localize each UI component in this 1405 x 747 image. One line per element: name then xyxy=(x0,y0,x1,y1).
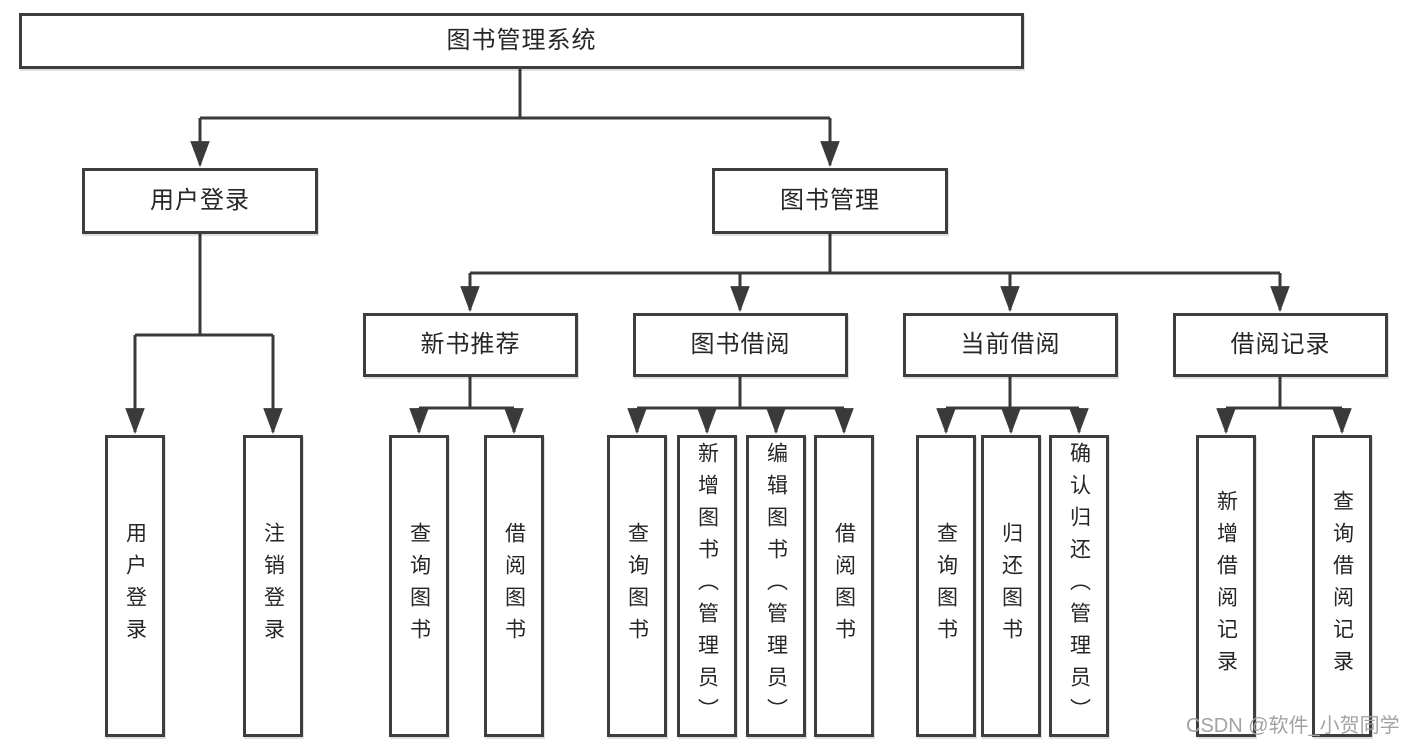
leaf-user-login-label: 用户登录 xyxy=(123,522,147,650)
leaf-add-books-admin-label: 新增图书（管理员） xyxy=(695,442,719,730)
branch-book-management-node: 图书管理 xyxy=(712,168,948,234)
leaf-query-borrow-record: 查询借阅记录 xyxy=(1312,435,1372,737)
leaf-add-borrow-record-label: 新增借阅记录 xyxy=(1214,490,1238,682)
leaf-edit-books-admin: 编辑图书（管理员） xyxy=(746,435,806,737)
group-current-borrow-node: 当前借阅 xyxy=(903,313,1118,377)
leaf-user-login: 用户登录 xyxy=(105,435,165,737)
leaf-query-books-borrow-label: 查询图书 xyxy=(625,522,649,650)
group-current-borrow-label: 当前借阅 xyxy=(960,331,1061,358)
group-borrow-records-node: 借阅记录 xyxy=(1173,313,1388,377)
root-node-label: 图书管理系统 xyxy=(446,27,597,54)
group-new-book-recommend-label: 新书推荐 xyxy=(420,331,521,358)
leaf-edit-books-admin-label: 编辑图书（管理员） xyxy=(764,442,788,730)
leaf-logout-label: 注销登录 xyxy=(261,522,285,650)
group-book-borrow-node: 图书借阅 xyxy=(633,313,848,377)
leaf-borrow-books-recommend: 借阅图书 xyxy=(484,435,544,737)
group-book-borrow-label: 图书借阅 xyxy=(690,331,791,358)
leaf-confirm-return-admin-label: 确认归还（管理员） xyxy=(1067,442,1091,730)
leaf-query-books-recommend-label: 查询图书 xyxy=(407,522,431,650)
leaf-return-books-label: 归还图书 xyxy=(999,522,1023,650)
leaf-confirm-return-admin: 确认归还（管理员） xyxy=(1049,435,1109,737)
root-node: 图书管理系统 xyxy=(19,13,1024,69)
leaf-borrow-books-label: 借阅图书 xyxy=(832,522,856,650)
leaf-add-borrow-record: 新增借阅记录 xyxy=(1196,435,1256,737)
csdn-watermark: CSDN @软件_小贺同学 xyxy=(1186,715,1400,737)
leaf-logout: 注销登录 xyxy=(243,435,303,737)
leaf-query-borrow-record-label: 查询借阅记录 xyxy=(1330,490,1354,682)
branch-user-login-label: 用户登录 xyxy=(150,187,250,214)
group-borrow-records-label: 借阅记录 xyxy=(1230,331,1331,358)
group-new-book-recommend-node: 新书推荐 xyxy=(363,313,578,377)
leaf-query-books-current: 查询图书 xyxy=(916,435,976,737)
leaf-query-books-current-label: 查询图书 xyxy=(934,522,958,650)
leaf-borrow-books: 借阅图书 xyxy=(814,435,874,737)
leaf-query-books-borrow: 查询图书 xyxy=(607,435,667,737)
leaf-borrow-books-recommend-label: 借阅图书 xyxy=(502,522,526,650)
leaf-return-books: 归还图书 xyxy=(981,435,1041,737)
branch-book-management-label: 图书管理 xyxy=(780,187,880,214)
leaf-query-books-recommend: 查询图书 xyxy=(389,435,449,737)
leaf-add-books-admin: 新增图书（管理员） xyxy=(677,435,737,737)
branch-user-login-node: 用户登录 xyxy=(82,168,318,234)
